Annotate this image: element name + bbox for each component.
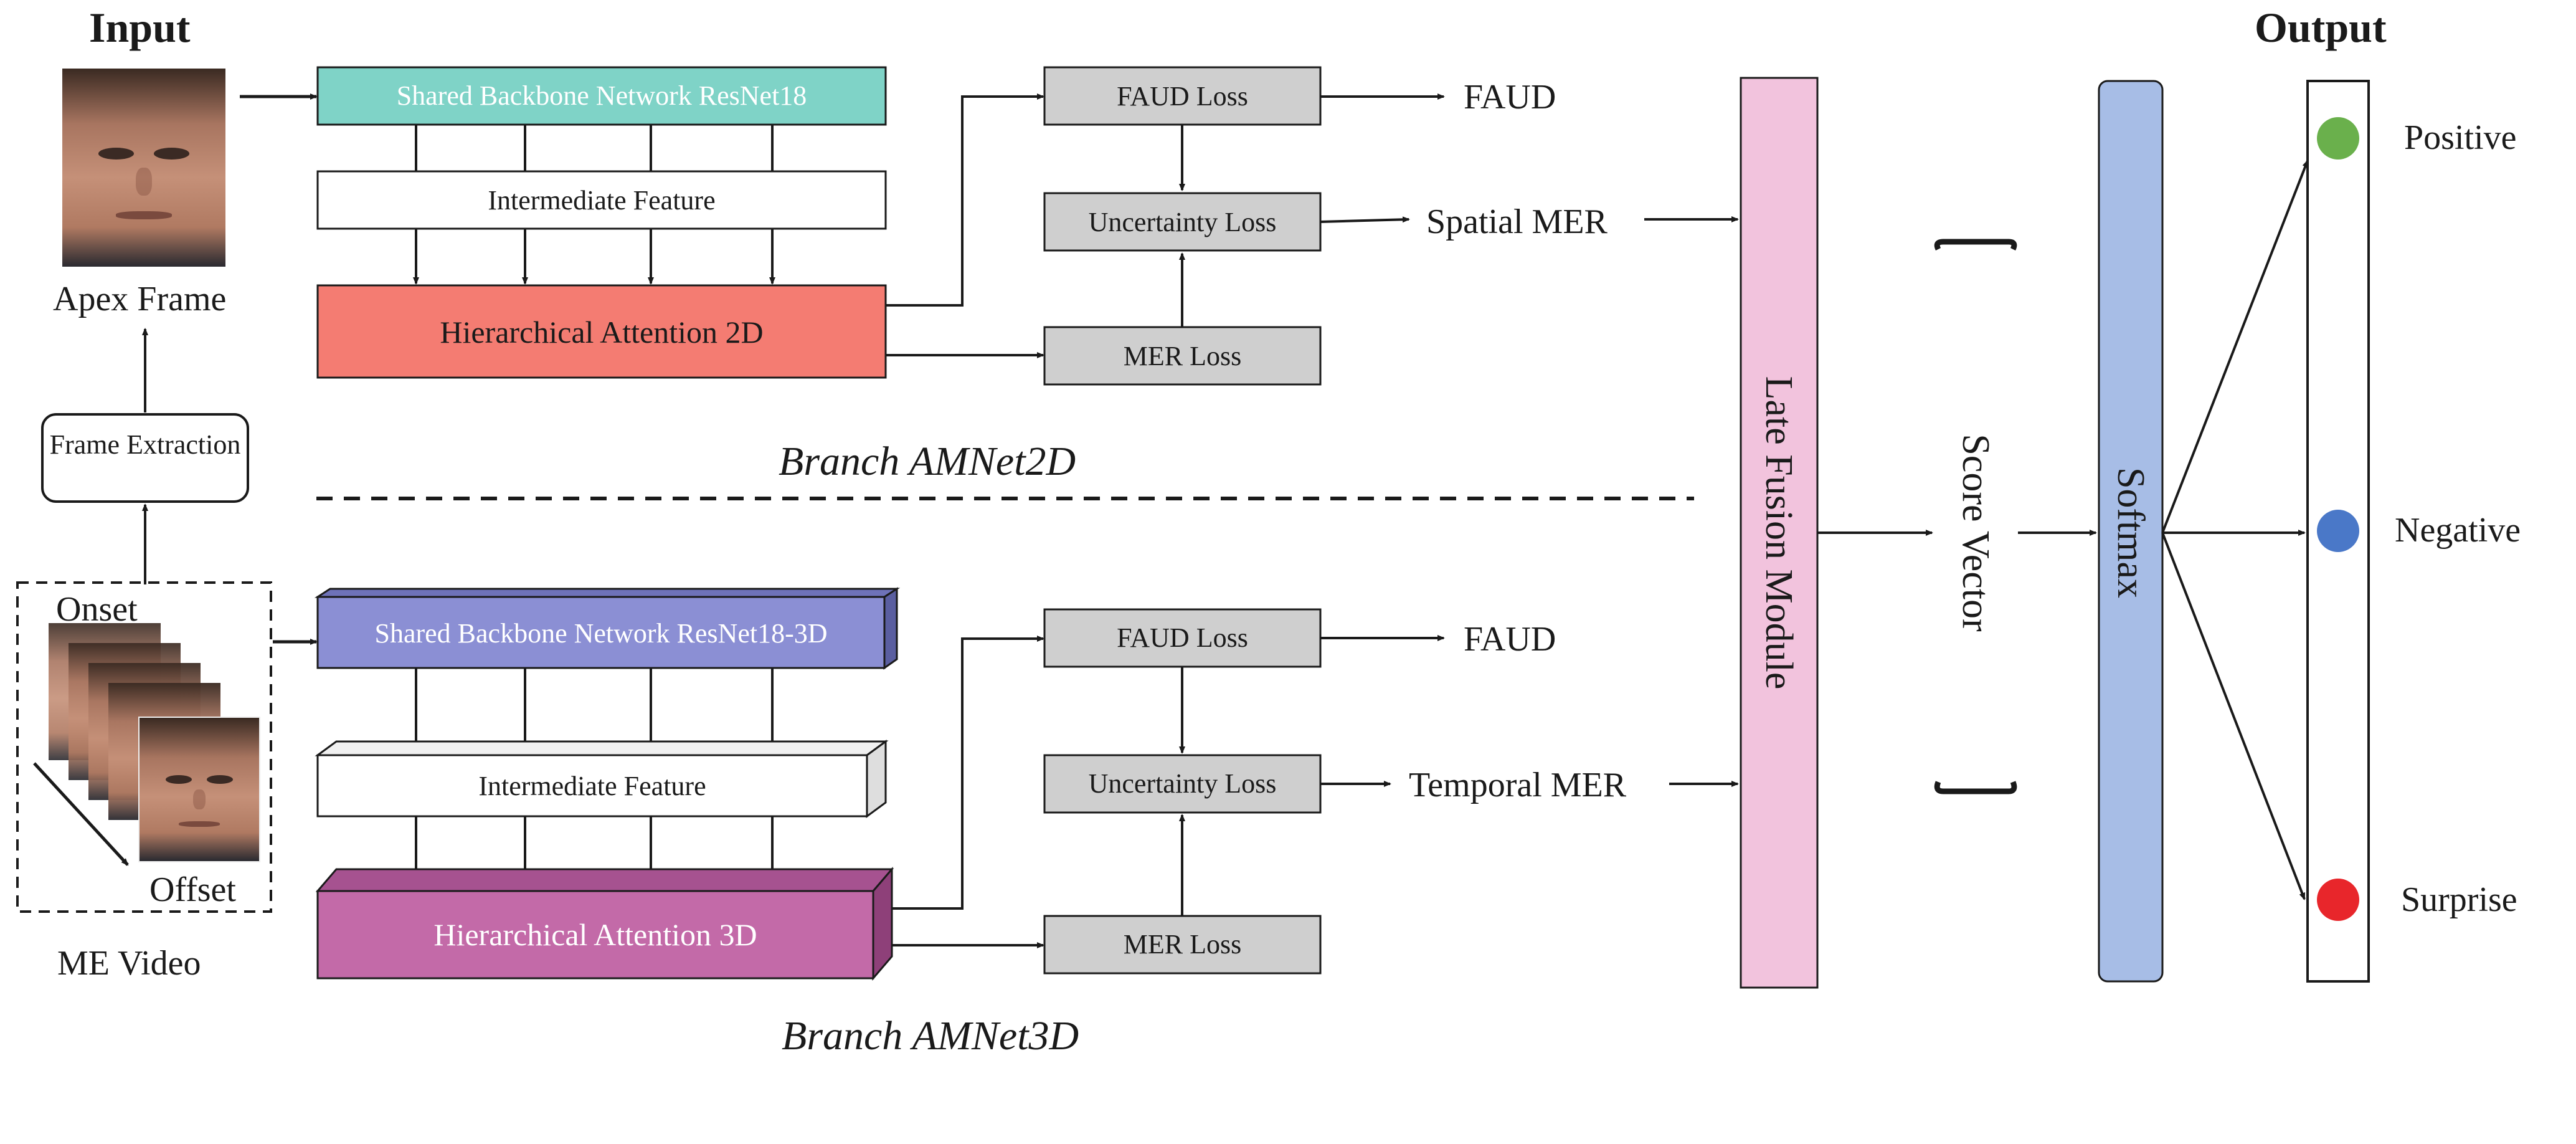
frame-extraction-box <box>41 413 249 503</box>
me-video-label: ME Video <box>57 944 201 983</box>
offset-label: Offset <box>149 870 236 909</box>
attention-3d-label: Hierarchical Attention 3D <box>433 917 757 952</box>
mer-loss-2d-label: MER Loss <box>1123 341 1242 371</box>
onset-label: Onset <box>56 590 138 629</box>
intermediate-2d-label: Intermediate Feature <box>488 185 716 216</box>
negative-label: Negative <box>2395 511 2521 550</box>
attention-2d-box <box>316 284 887 379</box>
attention-2d-label: Hierarchical Attention 2D <box>440 315 764 350</box>
arrow-attention-to-faud-2d <box>886 93 1044 307</box>
mer-loss-3d-box <box>1043 915 1322 975</box>
apex-frame-label: Apex Frame <box>53 280 227 318</box>
positive-dot <box>2317 117 2359 160</box>
intermediate-feature-3d-box <box>316 754 868 817</box>
uncertainty-loss-3d-box <box>1043 754 1322 814</box>
intermediate-3d-side <box>866 740 887 818</box>
arrow-softmax-to-surprise <box>2161 532 2306 900</box>
video-frame-offset <box>138 717 260 862</box>
apex-frame-image <box>62 69 225 267</box>
backbone-to-feature-lines-2d <box>415 125 774 171</box>
negative-dot <box>2317 510 2359 552</box>
arrow-softmax-to-positive <box>2161 160 2309 533</box>
mer-loss-3d-label: MER Loss <box>1123 929 1242 960</box>
backbone-to-feature-lines-3d <box>415 668 774 741</box>
input-header: Input <box>89 4 191 51</box>
backbone-3d-side <box>883 587 898 670</box>
faud-output-3d-label: FAUD <box>1464 620 1556 659</box>
arrow-onset-to-offset <box>33 762 129 866</box>
score-vector-label: Score Vector <box>1954 434 1997 632</box>
arrow-spatial-mer <box>1320 216 1410 223</box>
mer-loss-2d-box <box>1043 326 1322 386</box>
uncertainty-loss-3d-label: Uncertainty Loss <box>1088 768 1277 799</box>
backbone-3d-label: Shared Backbone Network ResNet18-3D <box>374 618 828 649</box>
uncertainty-loss-2d-box <box>1043 192 1322 252</box>
surprise-dot <box>2317 879 2359 921</box>
intermediate-feature-2d-box <box>316 170 887 230</box>
late-fusion-label: Late Fusion Module <box>1758 376 1800 690</box>
late-fusion-box <box>1740 77 1819 989</box>
arrow-attention-to-faud-3d <box>892 636 1044 910</box>
output-header: Output <box>2255 4 2387 51</box>
frame-extraction-label: Frame Extraction <box>49 429 241 460</box>
faud-output-2d-label: FAUD <box>1464 78 1556 117</box>
score-vector-bracket-top <box>1934 239 2017 251</box>
intermediate-3d-label: Intermediate Feature <box>478 771 706 801</box>
intermediate-3d-top <box>315 740 889 756</box>
spatial-mer-label: Spatial MER <box>1426 203 1608 241</box>
surprise-label: Surprise <box>2401 880 2517 919</box>
softmax-label: Softmax <box>2110 467 2152 599</box>
me-video-box <box>16 581 272 913</box>
faud-loss-2d-box <box>1043 66 1322 126</box>
faud-loss-2d-label: FAUD Loss <box>1117 81 1248 112</box>
attention-3d-box <box>316 890 874 980</box>
backbone-3d-box <box>316 596 886 669</box>
backbone-2d-label: Shared Backbone Network ResNet18 <box>396 80 807 111</box>
branch-3d-caption: Branch AMNet3D <box>782 1013 1079 1059</box>
uncertainty-loss-2d-label: Uncertainty Loss <box>1088 207 1277 237</box>
backbone-2d-box <box>316 66 887 126</box>
faud-loss-3d-box <box>1043 608 1322 668</box>
positive-label: Positive <box>2404 118 2517 157</box>
temporal-mer-label: Temporal MER <box>1409 766 1627 804</box>
faud-loss-3d-label: FAUD Loss <box>1117 622 1248 653</box>
score-vector-bracket-bottom <box>1934 781 2017 794</box>
backbone-3d-top <box>314 588 901 598</box>
attention-3d-top <box>315 868 894 892</box>
branch-2d-caption: Branch AMNet2D <box>779 439 1076 484</box>
feature-to-attention-arrows-2d <box>413 229 775 285</box>
